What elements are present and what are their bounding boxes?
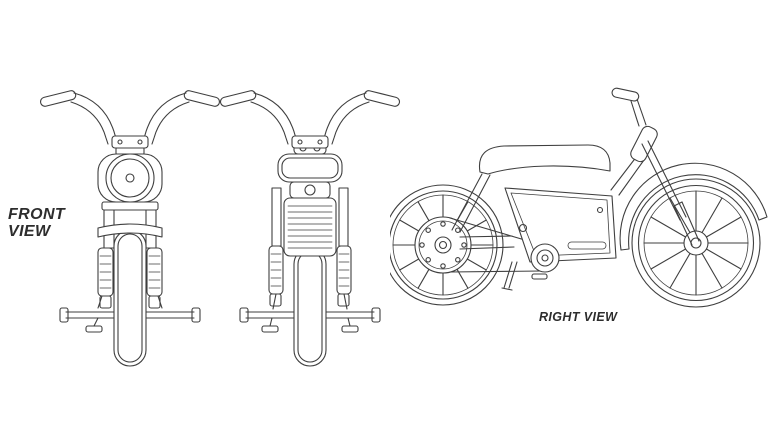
seat [478,144,611,175]
frame-tubes [610,155,645,196]
front-view-label: FRONT VIEW [8,206,65,241]
fork-sliders [268,245,352,307]
front-view-secondary-drawing [219,90,401,367]
battery-box [504,187,617,263]
fork-sliders [97,247,163,309]
front-view-label-line2: VIEW [8,223,51,241]
handlebar [611,87,647,127]
right-view-label: RIGHT VIEW [539,310,618,324]
front-fork [630,125,700,246]
body-panel [277,153,343,257]
front-view-drawing [39,90,221,367]
front-fender [619,162,768,251]
front-wheel [631,178,761,308]
headlight-assembly [97,145,163,203]
footpeg [531,273,548,280]
front-wheel [293,247,327,367]
handlebar [219,90,401,149]
front-spokes [643,190,749,296]
kickstand [501,261,518,291]
front-wheel [113,229,147,367]
front-view-label-line1: FRONT [8,206,66,223]
right-view-drawing [390,87,768,308]
headlight-icon [105,153,155,203]
rear-wheel [390,184,504,306]
front-fender [97,223,163,238]
handlebar [39,90,221,149]
motor-pulley [530,243,560,273]
